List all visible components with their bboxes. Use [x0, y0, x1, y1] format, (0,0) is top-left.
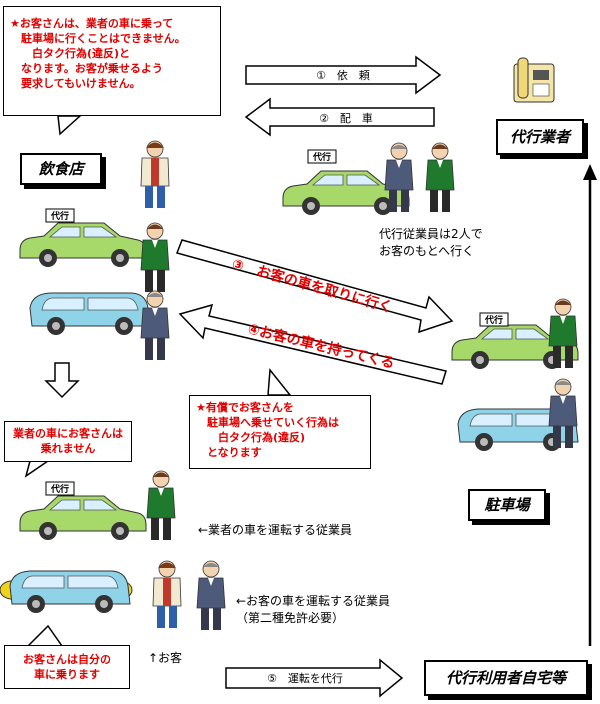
arrow-drive — [225, 658, 404, 698]
customer-restaurant — [140, 140, 170, 209]
callout-center-line: 白タク行為(違反) — [196, 431, 306, 444]
staff-green-top — [425, 142, 455, 213]
customer-car-restaurant — [29, 292, 151, 336]
callout-top-line: 要求してもいけません。 — [10, 77, 141, 90]
arrow-up-head — [583, 164, 597, 180]
callout-bottom-line: お客さんは自分の — [23, 653, 111, 666]
callout-top-line: ★お客さんは、業者の車に乗って — [10, 17, 174, 30]
car-sign-text: 代行 — [484, 314, 503, 326]
car-sign-text: 代行 — [312, 151, 331, 163]
label-dispatch: ② 配 車 — [319, 111, 373, 125]
callout-center-line: ★有償でお客さんを — [196, 401, 294, 414]
place-agency: 代行業者 — [496, 119, 584, 155]
staff-gray-bottom — [196, 560, 226, 631]
callout-middle-line: 業者の車にお客さんは — [13, 427, 123, 440]
staff-green-restaurant — [140, 222, 170, 293]
agency-car-restaurant — [19, 222, 147, 268]
note-driver-customer-line: （第二種免許必要） — [236, 611, 345, 625]
note-driver-customer: ←お客の車を運転する従業員 （第二種免許必要） — [236, 593, 390, 627]
callout-center: ★有償でお客さんを 駐車場へ乗せていく行為は 白タク行為(違反) となります — [189, 395, 371, 469]
callout-bottom-line: 車に乗ります — [34, 668, 100, 681]
arrow-pickup — [176, 239, 454, 334]
callout-top-pointer — [57, 115, 82, 136]
callout-top-line: 白タク行為(違反)と — [10, 47, 131, 60]
arrow-down — [44, 362, 80, 399]
customer-car-bottom — [0, 570, 133, 614]
place-restaurant: 飲食店 — [20, 153, 102, 185]
callout-bottom-pointer — [26, 624, 64, 647]
label-drive: ⑤ 運転を代行 — [267, 672, 343, 685]
place-parking: 駐車場 — [468, 489, 546, 521]
callout-middle: 業者の車にお客さんは 乗れません — [4, 421, 132, 462]
staff-green-bottom — [146, 470, 176, 541]
callout-top-line: 駐車場に行くことはできません。 — [10, 32, 186, 45]
callout-middle-line: 乗れません — [40, 442, 96, 455]
note-driver-customer-line: ←お客の車を運転する従業員 — [236, 594, 391, 608]
callout-center-line: となります — [196, 446, 262, 459]
callout-bottom: お客さんは自分の 車に乗ります — [4, 645, 130, 689]
label-pickup: ③ お客の車を取りに行く — [230, 255, 394, 316]
car-sign-text: 代行 — [50, 483, 69, 495]
place-home: 代行利用者自宅等 — [424, 660, 588, 696]
note-two-staff-line: 代行従業員は2人で — [379, 227, 483, 241]
callout-center-pointer — [267, 368, 292, 396]
telephone-icon — [513, 57, 555, 103]
note-customer: ↑お客 — [148, 651, 183, 665]
car-sign-text: 代行 — [50, 210, 69, 222]
callout-top: ★お客さんは、業者の車に乗って 駐車場に行くことはできません。 白タク行為(違反… — [3, 6, 221, 116]
label-bring: ④お客の車を持ってくる — [246, 320, 396, 372]
agency-car-bottom — [19, 495, 147, 541]
callout-middle-pointer — [24, 460, 51, 478]
note-two-staff-line: お客のもとへ行く — [379, 244, 475, 258]
customer-bottom — [152, 560, 182, 629]
note-two-staff: 代行従業員は2人で お客のもとへ行く — [379, 226, 483, 260]
callout-center-line: 駐車場へ乗せていく行為は — [196, 416, 339, 429]
label-request: ① 依 頼 — [316, 69, 370, 82]
callout-top-line: なります。お客が乗せるよう — [10, 62, 163, 75]
arrow-request — [245, 55, 442, 95]
arrow-bring — [178, 303, 447, 385]
arrow-dispatch — [244, 97, 435, 137]
note-driver-agency: ←業者の車を運転する従業員 — [198, 523, 353, 537]
